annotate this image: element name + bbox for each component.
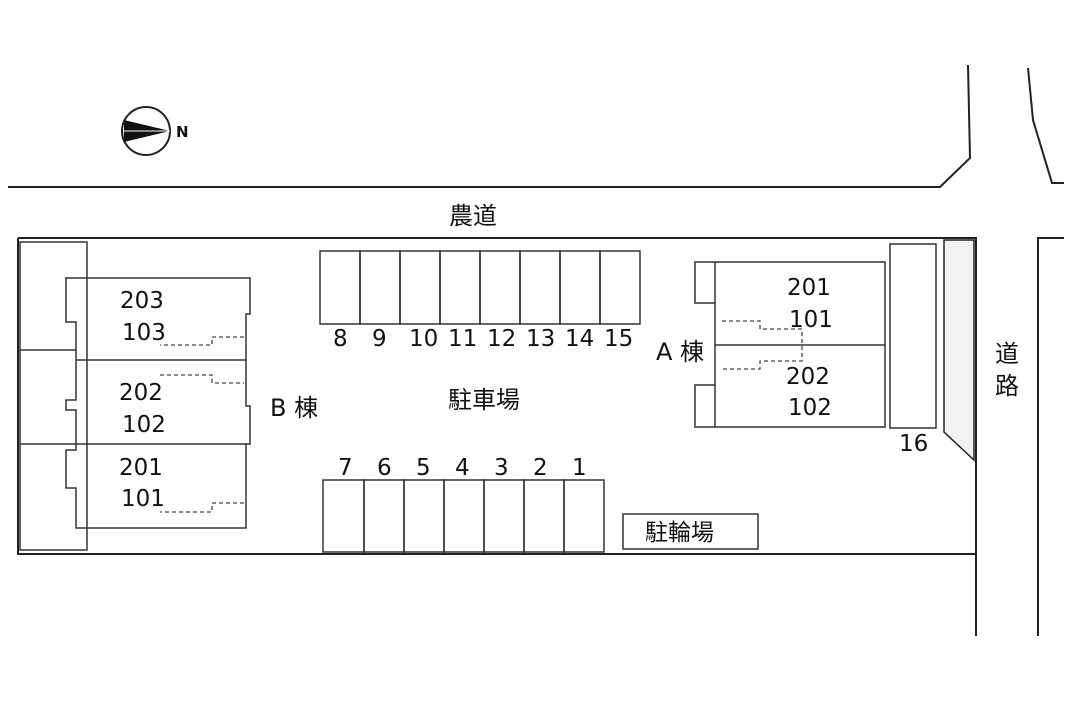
parking-label-9: 9 [372,326,387,352]
parking-label-16: 16 [899,431,928,457]
parking-label-3: 3 [494,455,509,481]
parking-row-bottom [322,479,605,553]
building-a-label: A 棟 [656,338,704,366]
parking-label-12: 12 [487,326,516,352]
parking-space-11 [439,250,481,325]
parking-label-1: 1 [572,455,587,481]
parking-space-2 [523,479,565,553]
building-a-unit-101: 101 [789,307,833,333]
parking-space-5 [403,479,445,553]
parking-space-12 [479,250,521,325]
parking-label-11: 11 [448,326,477,352]
building-b-label: B 棟 [270,394,318,422]
bicycle-parking-area [622,513,759,550]
building-b-unit-202: 202 [119,380,163,406]
parking-space-13 [519,250,561,325]
parking-label-5: 5 [416,455,431,481]
parking-space-9 [359,250,401,325]
building-b-unit-201: 201 [119,455,163,481]
road-label-char-2: 路 [995,372,1019,400]
parking-space-3 [483,479,525,553]
parking-space-4 [443,479,485,553]
farm-road-label: 農道 [449,202,497,230]
parking-label-14: 14 [565,326,594,352]
parking-lot-label: 駐車場 [448,386,520,414]
building-a-unit-201: 201 [787,275,831,301]
parking-space-15 [599,250,641,325]
parking-label-2: 2 [533,455,548,481]
farm-road-edge [8,64,972,188]
road-edge-right [1037,237,1064,636]
parking-space-16 [889,243,937,429]
parking-label-15: 15 [604,326,633,352]
parking-space-8 [319,250,361,325]
parking-space-1 [563,479,605,553]
parking-label-8: 8 [333,326,348,352]
building-b-unit-101: 101 [121,486,165,512]
north-label: N [176,123,189,141]
site-boundary [17,237,977,636]
building-a [694,261,886,428]
parking-space-14 [559,250,601,325]
compass-icon [121,106,171,156]
building-b-unit-102: 102 [122,412,166,438]
bicycle-parking-label: 駐輪場 [645,520,714,546]
parking-space-10 [399,250,441,325]
parking-label-7: 7 [338,455,353,481]
parking-space-7 [322,479,365,553]
building-a-unit-202: 202 [786,364,830,390]
parking-label-4: 4 [455,455,470,481]
building-b-unit-203: 203 [120,288,164,314]
road-edge-upper-right [1027,67,1064,184]
parking-space-6 [363,479,405,553]
parking-label-10: 10 [409,326,438,352]
corner-strip [943,239,975,462]
building-b-unit-103: 103 [122,320,166,346]
road-label-char-1: 道 [995,340,1019,368]
parking-label-13: 13 [526,326,555,352]
parking-row-top [319,250,641,325]
building-b [19,241,251,551]
parking-label-6: 6 [377,455,392,481]
building-a-unit-102: 102 [788,395,832,421]
